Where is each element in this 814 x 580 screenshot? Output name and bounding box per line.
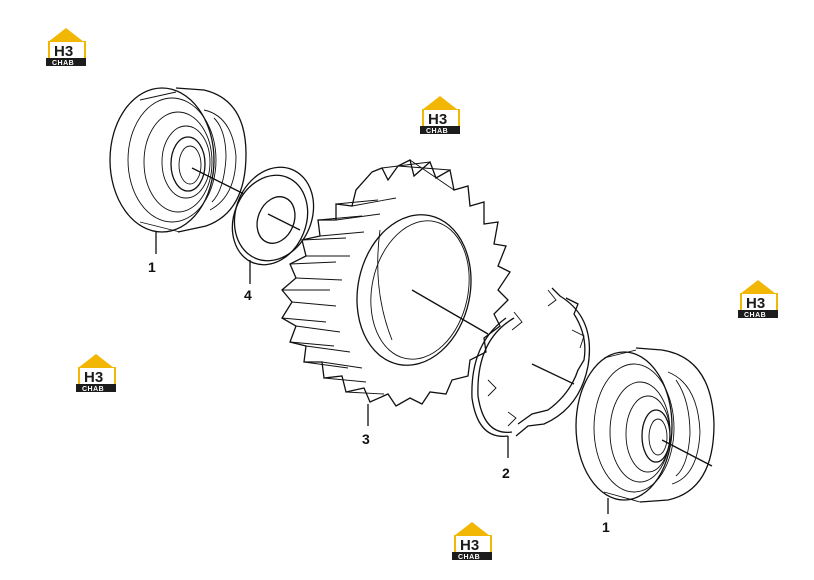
svg-text:CHAB: CHAB [52, 60, 74, 67]
watermark-logo: H3 CHAB [76, 354, 116, 393]
bearing-left [109, 87, 247, 233]
svg-text:H3: H3 [428, 111, 447, 128]
watermark-logo: H3 CHAB [420, 96, 460, 135]
callout-bearing-right: 1 [602, 519, 610, 535]
callout-lock-ring: 2 [502, 465, 510, 481]
svg-text:CHAB: CHAB [744, 312, 766, 319]
watermark-logo: H3 CHAB [738, 280, 778, 319]
svg-text:CHAB: CHAB [458, 554, 480, 561]
svg-text:H3: H3 [460, 537, 479, 554]
bearing-right [575, 347, 715, 503]
svg-text:H3: H3 [746, 295, 765, 312]
lock-ring [471, 287, 591, 437]
washer [231, 166, 315, 266]
watermark-logo: H3 CHAB [46, 28, 86, 67]
svg-text:CHAB: CHAB [82, 386, 104, 393]
svg-text:H3: H3 [54, 43, 73, 60]
svg-text:H3: H3 [84, 369, 103, 386]
callout-washer: 4 [244, 287, 252, 303]
callout-bearing-left: 1 [148, 259, 156, 275]
gear [281, 159, 511, 407]
watermark-logo: H3 CHAB [452, 522, 492, 561]
leader-lines [155, 232, 609, 514]
svg-text:CHAB: CHAB [426, 128, 448, 135]
callout-gear: 3 [362, 431, 370, 447]
